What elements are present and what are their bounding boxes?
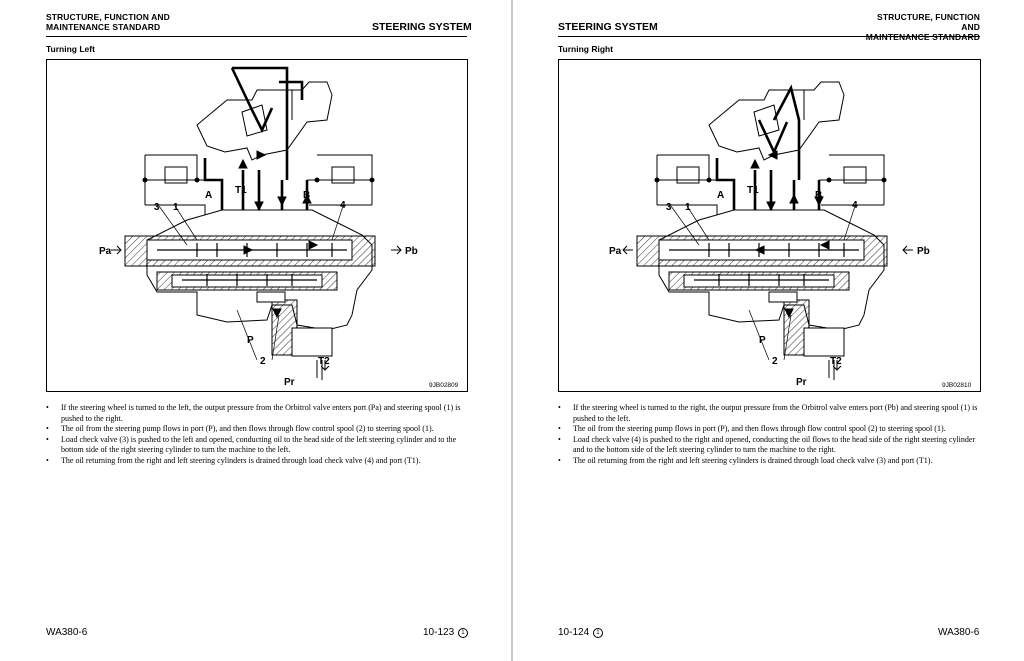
left-hydraulic-diagram: A T1 B 3 1 4 Pa Pb P 2 T2 Pr 9JB02809	[46, 59, 468, 392]
right-section-title: STEERING SYSTEM	[558, 21, 658, 33]
left-bullet-text-1: If the steering wheel is turned to the l…	[61, 403, 461, 423]
left-bullet-text-2: The oil from the steering pump flows in …	[61, 424, 434, 434]
bullet-dot: •	[46, 455, 49, 465]
right-bullet-item: • If the steering wheel is turned to the …	[558, 403, 983, 424]
right-diagram-svg: A T1 B 3 1 4 Pa Pb P 2 T2 Pr 9JB02810	[609, 81, 972, 389]
bullet-dot: •	[558, 455, 561, 465]
left-bullet-item: • The oil returning from the right and le…	[46, 456, 471, 467]
left-label-t1: T1	[235, 185, 247, 196]
left-leader-lines	[158, 205, 344, 361]
right-bullet-item: • Load check valve (4) is pushed to the r…	[558, 435, 983, 456]
right-flow-arrows	[750, 150, 830, 319]
left-header-line-2: MAINTENANCE STANDARD	[46, 22, 161, 32]
right-header-doc-title: STRUCTURE, FUNCTION AND MAINTENANCE STAN…	[858, 12, 980, 42]
right-figure-id: 9JB02810	[942, 382, 972, 389]
left-label-pa: Pa	[99, 246, 112, 257]
left-label-t2: T2	[318, 356, 330, 367]
left-footer-model: WA380-6	[46, 627, 88, 638]
left-label-1: 1	[173, 202, 179, 213]
left-valve-body	[124, 209, 376, 357]
left-bullet-text-3: Load check valve (3) is pushed to the le…	[61, 434, 457, 455]
right-label-b: B	[815, 190, 822, 201]
right-label-3: 3	[666, 202, 672, 213]
left-bullet-list: • If the steering wheel is turned to the …	[46, 403, 471, 467]
left-page: STRUCTURE, FUNCTION AND MAINTENANCE STAN…	[0, 0, 511, 661]
right-page: STEERING SYSTEM STRUCTURE, FUNCTION AND …	[513, 0, 1024, 661]
right-label-pa: Pa	[609, 246, 622, 257]
right-footer-revision-mark: 1	[592, 628, 603, 638]
bullet-dot: •	[46, 424, 49, 434]
left-bullet-item: • Load check valve (3) is pushed to the l…	[46, 435, 471, 456]
page-divider	[511, 0, 513, 661]
bullet-dot: •	[558, 424, 561, 434]
right-label-p: P	[759, 335, 766, 346]
right-diagram-labels: A T1 B 3 1 4 Pa Pb P 2 T2 Pr	[609, 185, 930, 388]
left-header-doc-title: STRUCTURE, FUNCTION AND MAINTENANCE STAN…	[46, 12, 170, 32]
bullet-dot: •	[46, 434, 49, 444]
left-port-arrows	[111, 245, 402, 380]
bullet-dot: •	[46, 403, 49, 412]
left-label-4: 4	[340, 200, 346, 211]
right-bullet-list: • If the steering wheel is turned to the …	[558, 403, 983, 467]
right-footer-model: WA380-6	[938, 627, 980, 638]
left-header-line-1: STRUCTURE, FUNCTION AND	[46, 12, 170, 22]
right-label-t1: T1	[747, 185, 759, 196]
left-footer-page: 10-123 1	[423, 627, 468, 638]
left-label-pb: Pb	[405, 246, 418, 257]
left-orbitrol-outline	[196, 81, 333, 161]
left-label-p: P	[247, 335, 254, 346]
bullet-dot: •	[558, 403, 561, 412]
left-label-2: 2	[260, 356, 266, 367]
left-header-rule	[46, 36, 467, 37]
left-bullet-item: • If the steering wheel is turned to the …	[46, 403, 471, 424]
left-footer-revision-mark: 1	[457, 628, 468, 638]
right-label-pr: Pr	[796, 377, 807, 388]
left-label-a: A	[205, 190, 212, 201]
right-label-1: 1	[685, 202, 691, 213]
left-label-3: 3	[154, 202, 160, 213]
right-header-line-2: MAINTENANCE STANDARD	[865, 32, 980, 42]
left-label-b: B	[303, 190, 310, 201]
right-bullet-item: • The oil from the steering pump flows in…	[558, 424, 983, 435]
left-relief-circuits	[142, 154, 375, 220]
bullet-dot: •	[558, 434, 561, 444]
right-footer-page-number: 10-124	[558, 627, 590, 638]
right-leader-lines	[670, 205, 856, 361]
right-label-pb: Pb	[917, 246, 930, 257]
right-bullet-item: • The oil returning from the right and le…	[558, 456, 983, 467]
right-label-2: 2	[772, 356, 778, 367]
right-bullet-text-4: The oil returning from the right and lef…	[573, 455, 933, 465]
right-label-a: A	[717, 190, 724, 201]
right-bullet-text-1: If the steering wheel is turned to the r…	[573, 403, 978, 423]
right-label-t2: T2	[830, 356, 842, 367]
left-diagram-labels: A T1 B 3 1 4 Pa Pb P 2 T2 Pr	[99, 185, 418, 388]
right-header-line-1: STRUCTURE, FUNCTION AND	[877, 12, 980, 32]
right-port-arrows	[622, 245, 913, 380]
right-header-rule	[558, 36, 980, 37]
left-bullet-item: • The oil from the steering pump flows in…	[46, 424, 471, 435]
right-bullet-text-2: The oil from the steering pump flows in …	[573, 424, 946, 434]
left-flow-arrows	[238, 150, 319, 319]
left-section-title: STEERING SYSTEM	[372, 21, 472, 33]
left-footer-page-number: 10-123	[423, 627, 455, 638]
left-figure-id: 9JB02809	[429, 382, 459, 389]
right-bullet-text-3: Load check valve (4) is pushed to the ri…	[573, 434, 976, 455]
left-diagram-svg: A T1 B 3 1 4 Pa Pb P 2 T2 Pr 9JB02809	[99, 66, 459, 389]
right-footer-page: 10-124 1	[558, 627, 603, 638]
right-hydraulic-diagram: A T1 B 3 1 4 Pa Pb P 2 T2 Pr 9JB02810	[558, 59, 981, 392]
right-figure-subtitle: Turning Right	[558, 44, 614, 54]
left-bullet-text-4: The oil returning from the right and lef…	[61, 455, 421, 465]
right-orbitrol-outline	[708, 81, 845, 161]
right-label-4: 4	[852, 200, 858, 211]
left-figure-subtitle: Turning Left	[46, 44, 95, 54]
left-label-pr: Pr	[284, 377, 295, 388]
